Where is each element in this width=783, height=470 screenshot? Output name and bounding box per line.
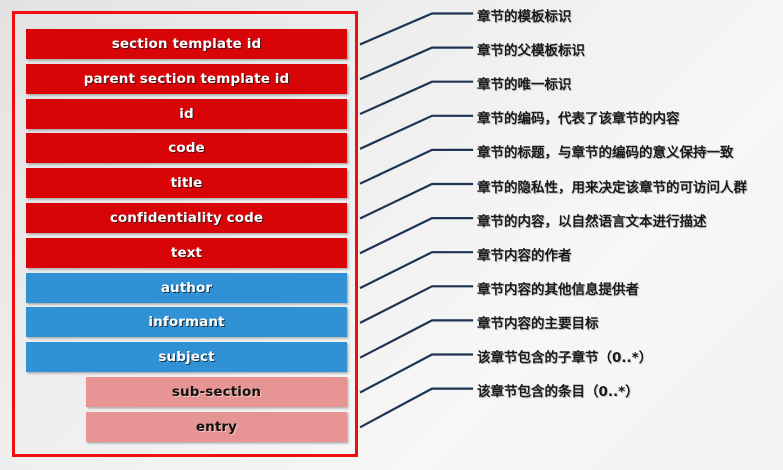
field-row-text[interactable]: text bbox=[26, 237, 347, 268]
annotation-text: 章节的模板标识 bbox=[477, 9, 572, 25]
field-row-parent-section-template-id[interactable]: parent section template id bbox=[26, 63, 347, 94]
field-row-author[interactable]: author bbox=[26, 272, 347, 303]
connector-line bbox=[359, 217, 474, 255]
connector-line bbox=[359, 12, 474, 46]
connector-line bbox=[359, 285, 474, 324]
connector-line bbox=[359, 319, 474, 359]
connector-line bbox=[359, 148, 474, 185]
annotation-text: 章节的隐私性，用来决定该章节的可访问人群 bbox=[477, 179, 747, 196]
annotation-text: 章节的标题，与章节的编码的意义保持一致 bbox=[477, 145, 734, 162]
connector-line bbox=[359, 353, 474, 394]
field-row-sub-section[interactable]: sub-section bbox=[86, 377, 347, 407]
connector-line bbox=[359, 387, 474, 429]
field-row-subject[interactable]: subject bbox=[26, 342, 347, 373]
connector-line bbox=[359, 251, 474, 290]
field-row-id[interactable]: id bbox=[26, 98, 347, 129]
field-row-section-template-id[interactable]: section template id bbox=[26, 29, 347, 59]
annotation-text: 章节内容的主要目标 bbox=[477, 315, 599, 332]
annotation-text: 章节内容的作者 bbox=[477, 247, 572, 264]
annotation-text: 该章节包含的子章节（0..*） bbox=[477, 350, 653, 366]
annotation-text: 章节的编码，代表了该章节的内容 bbox=[477, 111, 680, 128]
annotation-text: 章节的父模板标识 bbox=[477, 43, 585, 60]
annotation-text: 章节的内容，以自然语言文本进行描述 bbox=[477, 213, 707, 230]
field-row-title[interactable]: title bbox=[26, 168, 347, 199]
field-row-code[interactable]: code bbox=[26, 133, 347, 164]
field-row-confidentiality-code[interactable]: confidentiality code bbox=[26, 203, 347, 233]
connector-line bbox=[359, 182, 474, 220]
connector-line bbox=[359, 114, 474, 150]
annotation-text: 章节的唯一标识 bbox=[477, 77, 572, 94]
field-row-entry[interactable]: entry bbox=[86, 411, 347, 442]
annotation-text: 章节内容的其他信息提供者 bbox=[477, 281, 639, 298]
connector-line bbox=[359, 46, 474, 81]
connector-line bbox=[359, 80, 474, 116]
annotation-text: 该章节包含的条目（0..*） bbox=[477, 384, 639, 401]
field-row-informant[interactable]: informant bbox=[26, 307, 347, 338]
section-group-frame bbox=[12, 11, 358, 457]
